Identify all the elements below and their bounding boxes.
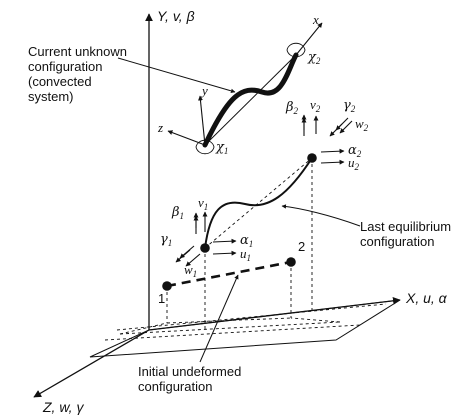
beta1-label: β1: [172, 205, 185, 222]
w1-arrow: [185, 253, 201, 267]
node-2-point: [286, 257, 296, 267]
twist-mark-chi1: [195, 139, 215, 155]
last-equilibrium-label: Last equilibrium configuration: [360, 219, 452, 249]
u2-label: u2: [348, 155, 359, 173]
last-equilibrium-beam: [204, 157, 313, 249]
node-2-load-arrows: [301, 114, 353, 165]
node-1-label: 1: [158, 291, 166, 306]
alpha2-label: α2: [348, 143, 362, 160]
last-node-2-point: [307, 153, 317, 163]
local-x-axis-line: [295, 22, 323, 56]
u1-arrow: [212, 250, 237, 256]
v2-label: v2: [310, 97, 321, 115]
local-y-label: y: [202, 83, 208, 98]
gamma2-label: γ2: [343, 98, 356, 115]
w2-label: w2: [355, 116, 369, 134]
v1-label: v1: [198, 195, 209, 213]
node-1-load-arrows: [175, 211, 237, 267]
gamma1-label: γ1: [160, 232, 173, 249]
local-z-axis-line: [167, 130, 206, 146]
leader-initial: [199, 274, 239, 363]
alpha1-label: α1: [240, 233, 254, 250]
leader-current: [117, 57, 236, 94]
chi2-label: χ2: [308, 50, 321, 67]
local-x-label: x: [313, 12, 319, 27]
alpha2-arrow: [320, 148, 345, 154]
twist-mark-chi2: [286, 42, 306, 58]
local-y-axis-line: [197, 95, 206, 146]
u2-arrow: [320, 159, 345, 165]
alpha1-arrow: [212, 238, 237, 244]
current-configuration-label: Current unknown configuration (convected…: [28, 44, 127, 104]
gamma2-arrow-b: [339, 120, 353, 134]
z-axis-line: [33, 329, 150, 398]
local-z-label: z: [158, 120, 164, 135]
ground-plane-outline: [89, 299, 401, 358]
node-1-point: [162, 281, 172, 291]
last-node-1-point: [200, 243, 210, 253]
x-axis-label: X, u, α: [406, 290, 447, 306]
initial-beam: [166, 260, 292, 288]
node-2-label: 2: [298, 239, 306, 254]
initial-configuration-label: Initial undeformed configuration: [138, 364, 242, 394]
current-chord: [204, 54, 297, 146]
ground-plane: [89, 158, 401, 358]
last-chord: [204, 157, 313, 249]
beta2-label: β2: [286, 100, 299, 117]
z-axis-label: Z, w, γ: [43, 399, 84, 415]
chi1-label: χ1: [216, 140, 229, 157]
projection-lines: [104, 158, 387, 341]
gamma1-arrow-b: [175, 249, 191, 263]
w1-label: w1: [184, 262, 198, 280]
leader-last: [281, 204, 361, 227]
y-axis-label: Y, v, β: [157, 8, 195, 24]
current-beam: [202, 52, 299, 148]
leader-lines: [117, 57, 361, 363]
gamma2-arrow-a: [335, 117, 349, 131]
u1-label: u1: [240, 246, 251, 264]
local-axes: [167, 22, 323, 146]
